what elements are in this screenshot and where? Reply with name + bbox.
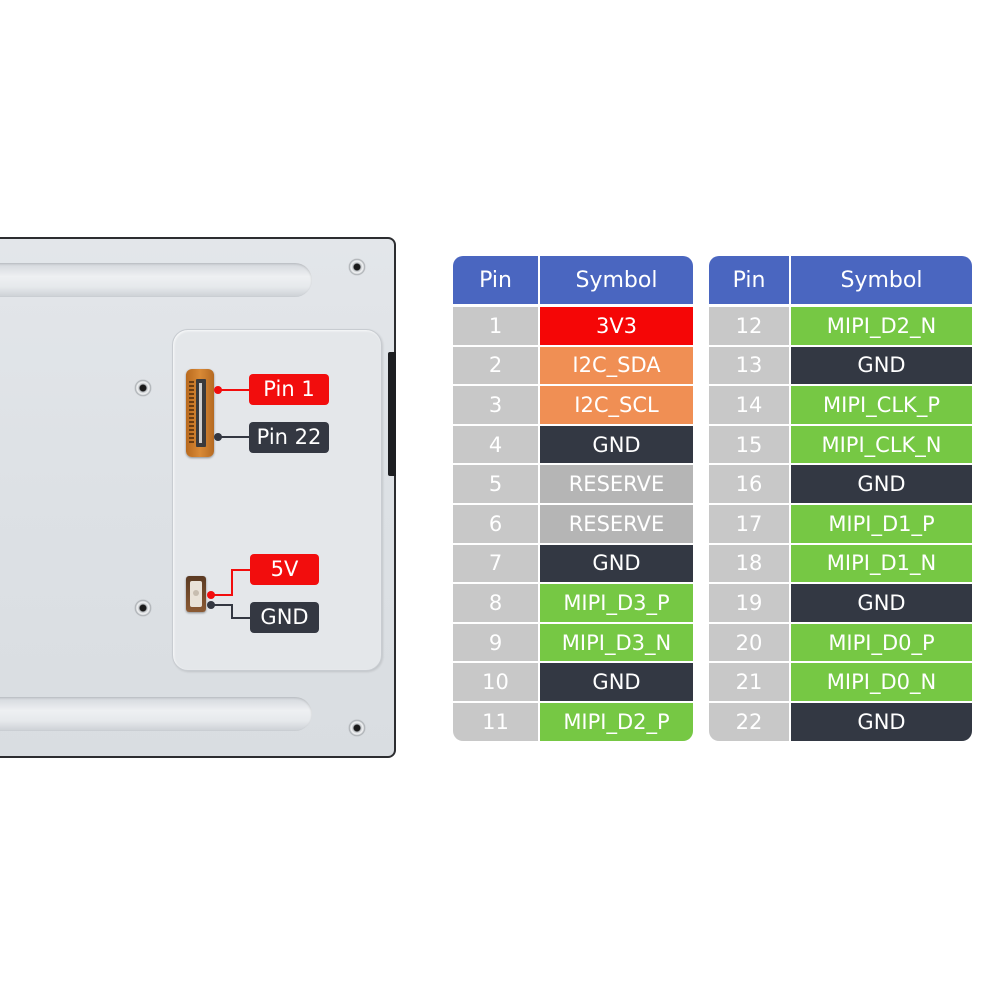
- table-row: 5 RESERVE: [453, 465, 693, 503]
- pin-symbol: 3V3: [540, 307, 693, 345]
- power-connector-icon: [186, 576, 206, 612]
- pin-symbol: MIPI_CLK_P: [791, 386, 972, 424]
- table-row: 12 MIPI_D2_N: [709, 307, 972, 345]
- table-row: 17 MIPI_D1_P: [709, 504, 972, 543]
- pin-symbol: MIPI_D1_N: [791, 544, 972, 583]
- table-row: 11 MIPI_D2_P: [453, 702, 693, 741]
- table-row: 6 RESERVE: [453, 504, 693, 543]
- bottom-groove: [0, 697, 312, 731]
- pin-number: 21: [709, 663, 789, 701]
- pin-number: 10: [453, 663, 538, 701]
- screw-icon: [135, 600, 151, 616]
- pin-symbol: MIPI_D0_N: [791, 663, 972, 701]
- pin-symbol: GND: [540, 544, 693, 583]
- pin-number: 5: [453, 465, 538, 503]
- pin-symbol: GND: [540, 663, 693, 701]
- table-row: 1 3V3: [453, 307, 693, 345]
- gnd-label: GND: [250, 602, 319, 633]
- 5v-leader-v: [231, 569, 233, 596]
- pin-number: 19: [709, 584, 789, 622]
- table-row: 22 GND: [709, 702, 972, 741]
- gnd-leader-h2: [231, 617, 251, 619]
- header-symbol: Symbol: [791, 256, 972, 304]
- pin-symbol: GND: [791, 702, 972, 741]
- pin-number: 14: [709, 386, 789, 424]
- pin-symbol: MIPI_D2_N: [791, 307, 972, 345]
- table-row: 13 GND: [709, 346, 972, 385]
- 5v-label: 5V: [250, 554, 319, 585]
- screw-icon: [349, 259, 365, 275]
- pin-symbol: GND: [791, 346, 972, 385]
- pin-number: 17: [709, 504, 789, 543]
- pin-symbol: MIPI_D3_P: [540, 584, 693, 622]
- pin-symbol: MIPI_CLK_N: [791, 425, 972, 464]
- pin-number: 2: [453, 346, 538, 385]
- pin-number: 20: [709, 623, 789, 662]
- pin1-label: Pin 1: [249, 374, 329, 405]
- pin22-leader-line: [218, 436, 250, 438]
- pin-number: 16: [709, 465, 789, 503]
- table-row: 3 I2C_SCL: [453, 386, 693, 424]
- header-symbol: Symbol: [540, 256, 693, 304]
- pin-symbol: MIPI_D3_N: [540, 623, 693, 662]
- pin-symbol: RESERVE: [540, 465, 693, 503]
- pin-number: 8: [453, 584, 538, 622]
- table-row: 18 MIPI_D1_N: [709, 544, 972, 583]
- pin-symbol: I2C_SDA: [540, 346, 693, 385]
- fpc-connector-icon: [186, 369, 214, 457]
- table-row: 21 MIPI_D0_N: [709, 663, 972, 701]
- pin-symbol: GND: [791, 465, 972, 503]
- pin1-leader-line: [218, 389, 250, 391]
- header-pin: Pin: [453, 256, 538, 304]
- 5v-leader-h1: [211, 594, 232, 596]
- side-connector: [388, 352, 396, 476]
- table-header: Pin Symbol: [453, 256, 693, 304]
- pin-symbol: I2C_SCL: [540, 386, 693, 424]
- gnd-leader-v: [231, 604, 233, 619]
- pin-number: 3: [453, 386, 538, 424]
- pin-table-right: Pin Symbol 12 MIPI_D2_N 13 GND 14 MIPI_C…: [709, 256, 972, 741]
- top-groove: [0, 263, 312, 297]
- screw-icon: [349, 720, 365, 736]
- pin22-label: Pin 22: [249, 422, 329, 453]
- table-row: 9 MIPI_D3_N: [453, 623, 693, 662]
- display-board-back: [0, 237, 396, 758]
- pin-number: 11: [453, 702, 538, 741]
- table-row: 4 GND: [453, 425, 693, 464]
- pin-symbol: MIPI_D0_P: [791, 623, 972, 662]
- pin-number: 6: [453, 504, 538, 543]
- table-row: 16 GND: [709, 465, 972, 503]
- pin-number: 7: [453, 544, 538, 583]
- header-pin: Pin: [709, 256, 789, 304]
- table-row: 10 GND: [453, 663, 693, 701]
- table-row: 15 MIPI_CLK_N: [709, 425, 972, 464]
- pin-number: 1: [453, 307, 538, 345]
- pin-number: 18: [709, 544, 789, 583]
- pin-number: 22: [709, 702, 789, 741]
- table-row: 19 GND: [709, 584, 972, 622]
- table-row: 2 I2C_SDA: [453, 346, 693, 385]
- pin-number: 15: [709, 425, 789, 464]
- pin-symbol: MIPI_D2_P: [540, 702, 693, 741]
- table-row: 8 MIPI_D3_P: [453, 584, 693, 622]
- table-row: 20 MIPI_D0_P: [709, 623, 972, 662]
- pin-symbol: RESERVE: [540, 504, 693, 543]
- pin-table-left: Pin Symbol 1 3V3 2 I2C_SDA 3 I2C_SCL 4 G…: [453, 256, 693, 741]
- 5v-leader-h2: [231, 569, 251, 571]
- pin-symbol: MIPI_D1_P: [791, 504, 972, 543]
- gnd-leader-h1: [211, 604, 232, 606]
- pin-number: 4: [453, 425, 538, 464]
- pin-number: 13: [709, 346, 789, 385]
- pin-number: 12: [709, 307, 789, 345]
- pin-number: 9: [453, 623, 538, 662]
- pin-symbol: GND: [540, 425, 693, 464]
- screw-icon: [135, 380, 151, 396]
- table-header: Pin Symbol: [709, 256, 972, 304]
- pin-symbol: GND: [791, 584, 972, 622]
- table-row: 7 GND: [453, 544, 693, 583]
- table-row: 14 MIPI_CLK_P: [709, 386, 972, 424]
